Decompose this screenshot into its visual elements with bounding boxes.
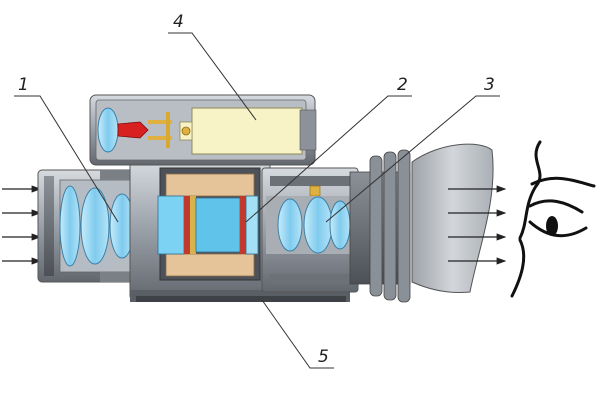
leader-line-1 [14, 95, 119, 223]
rubber-bellows [369, 149, 411, 303]
objective-lens-middle [80, 187, 110, 265]
callout-5: 5 [318, 347, 329, 367]
input-light-arrows [2, 185, 42, 265]
leader-line-4 [168, 32, 257, 121]
objective-lens-assembly [37, 169, 151, 283]
leader-line-5 [261, 299, 334, 369]
objective-lens-front [59, 185, 81, 267]
leader-line-2 [245, 95, 412, 223]
eyepiece-lens-1 [277, 198, 303, 252]
battery-icon [191, 107, 303, 155]
eyecup [411, 143, 494, 293]
ir-led-icon [117, 121, 149, 139]
eyepiece-lens-3 [329, 200, 351, 250]
leader-lines [14, 32, 500, 369]
illuminator-lens [97, 107, 119, 153]
callout-4: 4 [173, 12, 184, 32]
eyepiece-assembly [261, 143, 494, 303]
callout-2: 2 [397, 75, 408, 95]
callout-3: 3 [484, 75, 495, 95]
leader-line-3 [325, 95, 500, 223]
battery-compartment [89, 94, 317, 166]
eye-sketch-icon [510, 140, 596, 298]
eyepiece-lens-2 [303, 196, 333, 254]
output-light-arrows [448, 185, 507, 265]
callout-1: 1 [18, 75, 29, 95]
image-intensifier-tube [157, 167, 261, 281]
